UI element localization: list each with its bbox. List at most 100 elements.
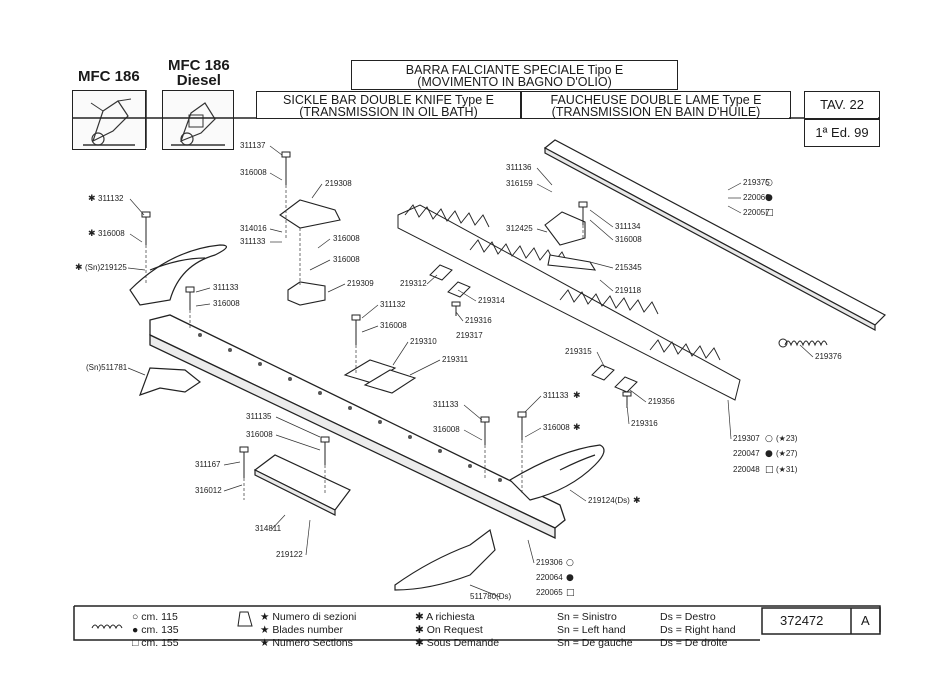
asterisk-icon: ✱ bbox=[88, 194, 96, 204]
label-219316-b: 219316 bbox=[631, 419, 658, 428]
star-icon: ★ bbox=[260, 624, 273, 636]
title-french: FAUCHEUSE DOUBLE LAME Type E (TRANSMISSI… bbox=[521, 91, 791, 119]
label-311132-a: 311132 bbox=[98, 194, 124, 203]
label-219310: 219310 bbox=[410, 337, 437, 346]
label-220064: 220064 bbox=[536, 573, 563, 582]
title-it-line2: (MOVIMENTO IN BAGNO D'OLIO) bbox=[417, 75, 612, 89]
label-316008-i: 316008 bbox=[433, 425, 460, 434]
label-311133-c: 311133 bbox=[433, 400, 459, 409]
label-219307: 219307 bbox=[733, 434, 760, 443]
label-311135: 311135 bbox=[246, 412, 272, 421]
model-label-mfc186: MFC 186 bbox=[78, 68, 140, 85]
label-219125: (Sn)219125 bbox=[85, 263, 127, 272]
square-open-icon: □ bbox=[765, 465, 774, 475]
label-316008-b: 316008 bbox=[98, 229, 125, 238]
guard-219310 bbox=[343, 359, 417, 394]
title-fr-line1: FAUCHEUSE DOUBLE LAME Type E bbox=[550, 93, 762, 107]
model-b-line1: MFC 186 bbox=[168, 57, 230, 74]
circle-open-icon: ○ bbox=[765, 434, 773, 444]
edition-number: 1ª Ed. 99 bbox=[804, 119, 880, 147]
label-219317: 219317 bbox=[456, 331, 483, 340]
label-311133-a: 311133 bbox=[240, 237, 266, 246]
title-fr-line2: (TRANSMISSION EN BAIN D'HUILE) bbox=[551, 105, 761, 119]
label-311134: 311134 bbox=[615, 222, 641, 231]
label-316159: 316159 bbox=[506, 179, 533, 188]
right-skid-511780 bbox=[394, 528, 496, 591]
label-316008-h: 316008 bbox=[615, 235, 642, 244]
circle-filled-icon: ● bbox=[132, 624, 142, 636]
knife-drive-312425 bbox=[544, 211, 597, 271]
label-219376: 219376 bbox=[815, 352, 842, 361]
label-219122: 219122 bbox=[276, 550, 303, 559]
symbol-markers: ✱ ✱ ✱ ✱ ✱ ✱ ○ ● □ ○ ● □ ○ ● □ bbox=[75, 178, 774, 598]
right-shoe-219124 bbox=[509, 444, 605, 501]
label-316008-c: 316008 bbox=[333, 234, 360, 243]
drawing-revision: A bbox=[861, 613, 870, 628]
drive-rod bbox=[543, 139, 886, 332]
label-311137: 311137 bbox=[240, 141, 266, 150]
spring-219376 bbox=[778, 338, 828, 348]
label-316008-e: 316008 bbox=[213, 299, 240, 308]
cutter-bar-holes bbox=[198, 333, 532, 497]
label-219311: 219311 bbox=[442, 355, 469, 364]
label-219312: 219312 bbox=[400, 279, 427, 288]
asterisk-icon: ✱ bbox=[573, 391, 581, 401]
label-219308: 219308 bbox=[325, 179, 352, 188]
label-314016: 314016 bbox=[240, 224, 267, 233]
label-316008-g: 316008 bbox=[246, 430, 273, 439]
square-open-icon: □ bbox=[132, 637, 142, 649]
thumbnail-mfc186-diesel bbox=[162, 90, 234, 150]
block-219309 bbox=[287, 281, 326, 306]
label-311133-b: 311133 bbox=[213, 283, 239, 292]
label-220066: 220066 bbox=[743, 193, 770, 202]
bolts bbox=[141, 151, 632, 478]
label-220048-sections: (★31) bbox=[776, 465, 798, 474]
label-220065: 220065 bbox=[536, 588, 563, 597]
label-219124: 219124(Ds) bbox=[588, 496, 630, 505]
label-316012: 316012 bbox=[195, 486, 222, 495]
label-219356: 219356 bbox=[648, 397, 675, 406]
part-labels: 311137 316008 219308 311132 316008 (Sn)2… bbox=[85, 141, 842, 601]
label-219306: 219306 bbox=[536, 558, 563, 567]
label-511781: (Sn)511781 bbox=[86, 363, 128, 372]
label-311133-d: 311133 bbox=[543, 391, 569, 400]
guard-219315 bbox=[591, 364, 638, 393]
label-511780: 511780(Ds) bbox=[470, 592, 512, 601]
legend-sections: ★ Numero di sezioni ★ Blades number ★ Nu… bbox=[260, 611, 357, 649]
knife-blade-bar bbox=[397, 204, 741, 401]
header-frame bbox=[72, 90, 880, 148]
circle-filled-icon: ● bbox=[765, 193, 773, 203]
legend-right-hand: Ds = Destro Ds = Right hand Ds = De droi… bbox=[660, 611, 736, 649]
legend-frame bbox=[73, 605, 881, 641]
knife-blade-teeth bbox=[404, 204, 721, 361]
legend-cm135: ● cm. 135 bbox=[132, 624, 179, 636]
blade-legend-icon bbox=[237, 611, 253, 627]
thumbnail-mfc186 bbox=[72, 90, 146, 150]
asterisk-icon: ✱ bbox=[75, 263, 83, 273]
asterisk-icon: ✱ bbox=[573, 423, 581, 433]
legend-left-hand: Sn = Sinistro Sn = Left hand Sn = De gau… bbox=[557, 611, 633, 649]
star-icon: ★ bbox=[260, 637, 273, 649]
circle-open-icon: ○ bbox=[566, 558, 574, 568]
label-220057: 220057 bbox=[743, 208, 770, 217]
knife-head-219308 bbox=[279, 199, 341, 229]
label-311167: 311167 bbox=[195, 460, 221, 469]
asterisk-icon: ✱ bbox=[415, 611, 427, 623]
square-open-icon: □ bbox=[566, 588, 575, 598]
label-312425: 312425 bbox=[506, 224, 533, 233]
model-b-line2: Diesel bbox=[176, 72, 221, 89]
label-316008-a: 316008 bbox=[240, 168, 267, 177]
guard-219312 bbox=[429, 264, 471, 298]
title-italian: BARRA FALCIANTE SPECIALE Tipo E (MOVIMEN… bbox=[351, 60, 678, 90]
spring-legend-icon bbox=[91, 624, 123, 630]
left-skid-511781 bbox=[138, 367, 202, 396]
label-316008-f: 316008 bbox=[380, 321, 407, 330]
table-number: TAV. 22 bbox=[804, 91, 880, 119]
legend-cm115: ○ cm. 115 bbox=[132, 611, 178, 623]
legend-cm155: □ cm. 155 bbox=[132, 637, 179, 649]
left-shoe-219125 bbox=[129, 244, 227, 306]
asterisk-icon: ✱ bbox=[415, 637, 427, 649]
asterisk-icon: ✱ bbox=[415, 624, 427, 636]
label-316008-d: 316008 bbox=[333, 255, 360, 264]
